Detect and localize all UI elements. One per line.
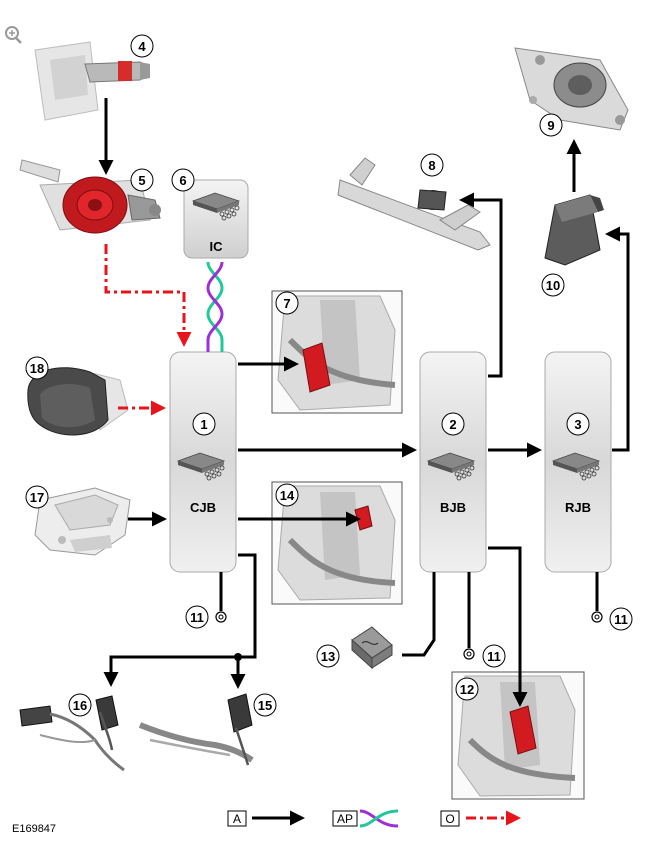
svg-text:AP: AP [337,812,353,826]
stalk-switch-illustration [34,41,150,121]
rear-wiper-motor-illustration [514,47,629,131]
svg-text:8: 8 [428,158,435,173]
bjb-label: BJB [440,500,466,515]
callout-13: 13 [316,644,340,668]
twisted-pair-ic-cjb [206,261,224,352]
callout-3: 3 [566,412,590,436]
callout-1: 1 [192,412,216,436]
wire-junction-dot [234,653,242,661]
ground-symbol [463,648,475,660]
svg-text:12: 12 [460,682,474,697]
ground-symbol [591,611,603,623]
callout-16: 16 [68,693,92,717]
callout-11: 11 [185,605,209,629]
svg-text:14: 14 [280,488,295,503]
svg-text:15: 15 [258,698,272,713]
callout-5: 5 [130,168,154,192]
relay-module-illustration [544,194,604,266]
callout-12: 12 [455,677,479,701]
bjb-module[interactable]: BJB [419,351,487,573]
svg-text:2: 2 [449,417,456,432]
rjb-label: RJB [565,500,591,515]
callout-8: 8 [420,153,444,177]
dashdot-connections [104,244,192,416]
fuse-illustration [351,626,393,670]
svg-text:13: 13 [321,649,335,664]
rain-sensor-illustration [27,367,129,436]
figure-id: E169847 [12,823,56,835]
callout-7: 7 [275,291,299,315]
svg-text:7: 7 [283,296,290,311]
svg-text:18: 18 [30,361,44,376]
callout-11: 11 [482,644,506,668]
legend-dashdot: O [440,810,521,827]
callout-11: 11 [609,607,633,631]
bracket-module-illustration [34,487,131,556]
callout-4: 4 [130,34,154,58]
callout-14: 14 [275,483,299,507]
legend: A AP O [227,809,521,828]
svg-text:9: 9 [547,118,554,133]
rjb-module[interactable]: RJB [544,351,612,573]
legend-twisted-pair: AP [332,809,399,828]
wiper-linkage-illustration [337,157,491,251]
clockspring-illustration [19,159,161,234]
magnify-plus-icon[interactable] [5,26,22,44]
ic-label: IC [210,239,224,254]
washer-pump-front-illustration [19,695,125,772]
callout-17: 17 [25,485,49,509]
svg-text:4: 4 [138,39,146,54]
svg-text:11: 11 [487,649,501,664]
svg-text:10: 10 [546,278,560,293]
svg-text:1: 1 [200,417,207,432]
callout-18: 18 [25,356,49,380]
connector-closeup-14 [271,481,403,605]
callout-10: 10 [541,273,565,297]
callout-6: 6 [171,168,195,192]
svg-text:3: 3 [574,417,581,432]
callout-2: 2 [441,412,465,436]
svg-text:11: 11 [190,610,204,625]
svg-text:17: 17 [30,490,44,505]
hardwired-connections [98,98,630,707]
washer-pump-closeup-12 [451,671,585,800]
svg-text:6: 6 [179,173,186,188]
ic-module[interactable]: IC [183,179,249,259]
svg-text:5: 5 [138,173,145,188]
ground-symbol [215,611,227,623]
svg-text:11: 11 [614,612,628,627]
washer-pump-rear-illustration [138,693,254,766]
legend-hardwired: A [227,810,305,827]
cjb-module[interactable]: CJB [169,351,237,573]
svg-text:O: O [445,812,454,826]
callout-15: 15 [253,693,277,717]
svg-text:A: A [233,812,241,826]
callout-9: 9 [539,113,563,137]
svg-text:16: 16 [73,698,87,713]
cjb-label: CJB [190,500,216,515]
